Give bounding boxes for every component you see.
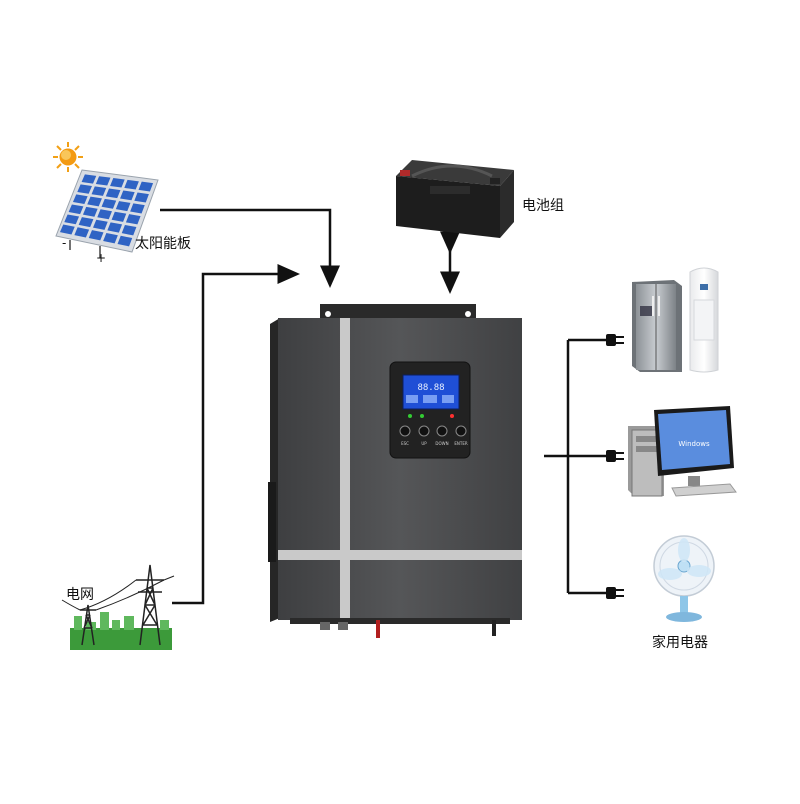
status-led [420, 414, 424, 418]
enter-button[interactable] [456, 426, 466, 436]
inverter-stripe [340, 318, 350, 620]
plug-icon [606, 587, 624, 599]
inverter: 88.88 ESC UP DOWN ENTER [268, 304, 522, 638]
battery-icon [396, 160, 514, 238]
button-label: ENTER [454, 441, 467, 446]
windows-brand: Windows [678, 440, 710, 448]
grid-label: 电网 [66, 584, 94, 604]
lcd-readout: 88.88 [417, 383, 444, 393]
sun-icon [53, 142, 83, 172]
plug-icon [606, 334, 624, 346]
button-label: ESC [401, 441, 409, 446]
battery-label: 电池组 [522, 195, 564, 215]
solar-plus-label: + [96, 251, 106, 265]
transmission-tower-icon [62, 565, 174, 650]
down-button[interactable] [437, 426, 447, 436]
button-label: DOWN [435, 441, 448, 446]
desktop-computer-icon: Windows [628, 406, 736, 496]
button-label: UP [421, 441, 427, 446]
solar-minus-label: - [62, 236, 66, 250]
solar-panel-label: 太阳能板 [135, 233, 191, 253]
air-conditioner-icon [690, 268, 718, 372]
appliances-label: 家用电器 [652, 632, 708, 652]
output-wire [544, 340, 608, 593]
esc-button[interactable] [400, 426, 410, 436]
status-led [408, 414, 412, 418]
up-button[interactable] [419, 426, 429, 436]
status-led [450, 414, 454, 418]
inverter-stripe [278, 550, 522, 560]
refrigerator-icon [632, 280, 682, 372]
electric-fan-icon [654, 536, 714, 622]
plug-icon [606, 450, 624, 462]
